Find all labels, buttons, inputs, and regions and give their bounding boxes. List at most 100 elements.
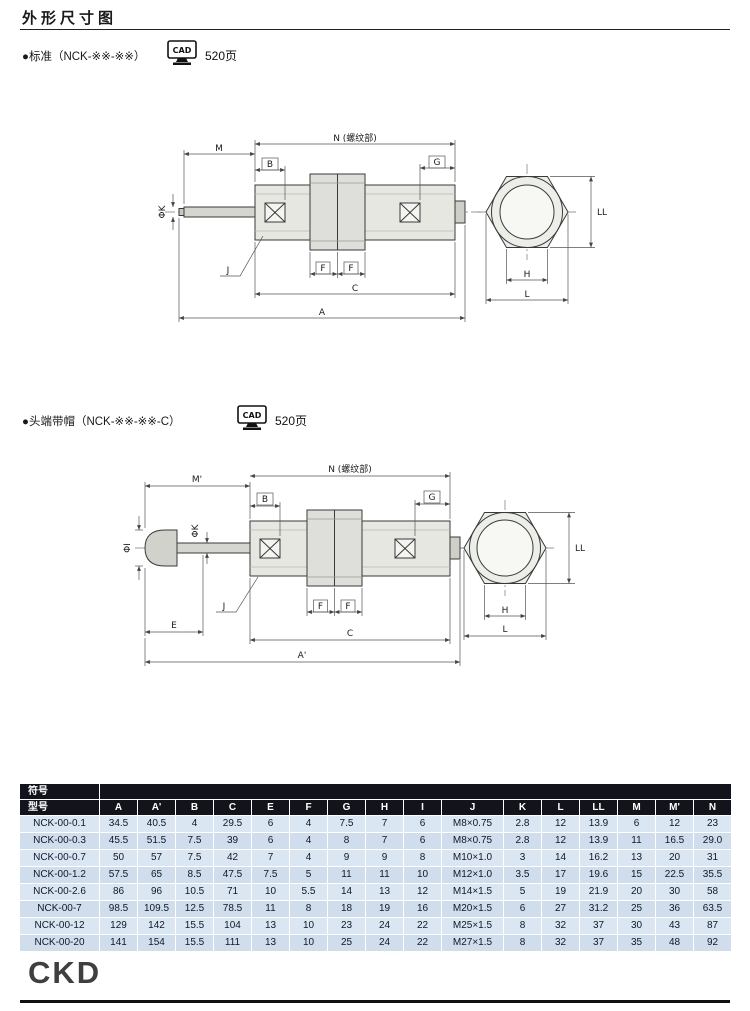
dim-label-b: B	[262, 495, 268, 505]
value-cell: 10	[251, 883, 290, 901]
cad-monitor-icon: CAD	[167, 40, 197, 65]
value-cell: 14	[541, 849, 580, 867]
dim-label-l: L	[524, 290, 529, 300]
column-header: G	[327, 799, 366, 816]
value-cell: 8	[327, 832, 366, 850]
value-cell: 129	[99, 917, 138, 935]
value-cell: 4	[289, 849, 328, 867]
value-cell: M12×1.0	[441, 866, 504, 884]
value-cell: 10.5	[175, 883, 214, 901]
value-cell: 36	[655, 900, 694, 918]
value-cell: 58	[693, 883, 732, 901]
value-cell: 13.9	[579, 832, 618, 850]
dim-label-ll: LL	[597, 208, 607, 218]
value-cell: 6	[403, 815, 442, 833]
dimension-lines	[171, 140, 595, 322]
value-cell: 12	[541, 815, 580, 833]
value-cell: 2.8	[503, 832, 542, 850]
value-cell: 22	[403, 934, 442, 952]
value-cell: 9	[327, 849, 366, 867]
value-cell: M10×1.0	[441, 849, 504, 867]
value-cell: 7	[365, 832, 404, 850]
dim-label-c: C	[347, 629, 353, 639]
value-cell: 57.5	[99, 866, 138, 884]
value-cell: 154	[137, 934, 176, 952]
ckd-logo: CKD	[28, 955, 102, 990]
value-cell: 12.5	[175, 900, 214, 918]
value-cell: 6	[251, 815, 290, 833]
value-cell: 18	[327, 900, 366, 918]
value-cell: 8	[503, 917, 542, 935]
symbol-header: 符号	[19, 783, 100, 800]
dim-label-f1: F	[320, 264, 325, 274]
column-header: C	[213, 799, 252, 816]
model-cell: NCK-00-0.1	[19, 815, 100, 833]
value-cell: 5.5	[289, 883, 328, 901]
dim-label-phi-i: ΦI	[123, 543, 133, 553]
value-cell: 21.9	[579, 883, 618, 901]
model-cell: NCK-00-12	[19, 917, 100, 935]
dimension-lines	[135, 472, 575, 666]
value-cell: 11	[365, 866, 404, 884]
value-cell: 6	[617, 815, 656, 833]
value-cell: 30	[617, 917, 656, 935]
value-cell: 24	[365, 917, 404, 935]
column-header: H	[365, 799, 404, 816]
value-cell: 23	[327, 917, 366, 935]
value-cell: 24	[365, 934, 404, 952]
value-cell: 6	[251, 832, 290, 850]
value-cell: 16.5	[655, 832, 694, 850]
value-cell: 7.5	[175, 832, 214, 850]
value-cell: 13	[365, 883, 404, 901]
value-cell: 35	[617, 934, 656, 952]
value-cell: 96	[137, 883, 176, 901]
value-cell: M20×1.5	[441, 900, 504, 918]
hex-end-view	[463, 512, 547, 584]
value-cell: 78.5	[213, 900, 252, 918]
value-cell: 17	[541, 866, 580, 884]
value-cell: 14	[327, 883, 366, 901]
value-cell: 87	[693, 917, 732, 935]
value-cell: M25×1.5	[441, 917, 504, 935]
value-cell: 20	[655, 849, 694, 867]
value-cell: 5	[503, 883, 542, 901]
value-cell: M14×1.5	[441, 883, 504, 901]
value-cell: 32	[541, 917, 580, 935]
value-cell: 7.5	[251, 866, 290, 884]
value-cell: 13.9	[579, 815, 618, 833]
value-cell: 31.2	[579, 900, 618, 918]
value-cell: 43	[655, 917, 694, 935]
value-cell: 27	[541, 900, 580, 918]
value-cell: 19	[365, 900, 404, 918]
value-cell: 19	[541, 883, 580, 901]
value-cell: 8	[503, 934, 542, 952]
value-cell: 30	[655, 883, 694, 901]
column-header: LL	[579, 799, 618, 816]
capped-dimension-drawing: M' N (螺纹部) B G ΦK ΦI J F F E C A' LL H L	[123, 463, 585, 666]
dim-label-c: C	[352, 284, 358, 294]
model-header: 型号	[19, 799, 100, 816]
column-header: K	[503, 799, 542, 816]
dim-label-f2: F	[348, 264, 353, 274]
value-cell: 8	[289, 900, 328, 918]
value-cell: 34.5	[99, 815, 138, 833]
bottom-rule	[20, 1000, 730, 1003]
dim-label-n: N (螺纹部)	[333, 132, 377, 144]
value-cell: M27×1.5	[441, 934, 504, 952]
dim-label-j: J	[222, 602, 226, 612]
value-cell: 13	[617, 849, 656, 867]
value-cell: 7	[251, 849, 290, 867]
value-cell: 9	[365, 849, 404, 867]
dim-label-f1: F	[318, 602, 323, 612]
column-header: I	[403, 799, 442, 816]
absorber-side-view-capped	[144, 509, 461, 587]
dim-label-m: M	[215, 144, 223, 154]
value-cell: 29.5	[213, 815, 252, 833]
